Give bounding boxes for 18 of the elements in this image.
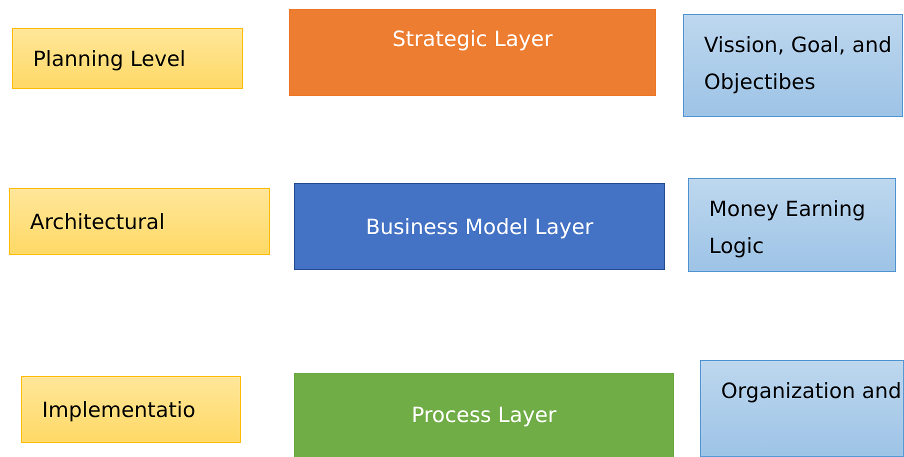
layer-box	[289, 9, 656, 96]
box-label: Money Earning Logic	[709, 196, 866, 260]
label-box	[12, 28, 243, 89]
description-box	[683, 14, 903, 117]
label-box	[9, 188, 270, 255]
description-box	[700, 360, 904, 457]
box-label: Architectural	[30, 210, 165, 234]
layer-box	[294, 183, 665, 270]
box-label: Business Model Layer	[366, 214, 594, 238]
label-box	[21, 376, 241, 443]
box-label: Implementatio	[42, 398, 196, 422]
box-label: Vission, Goal, and Objectibes	[704, 32, 893, 96]
box-label: Process Layer	[412, 403, 556, 427]
description-box	[688, 178, 896, 272]
box-label: Strategic Layer	[392, 27, 553, 51]
layer-box	[294, 373, 674, 457]
box-label: Organization and	[721, 378, 902, 405]
box-label: Planning Level	[33, 46, 186, 70]
